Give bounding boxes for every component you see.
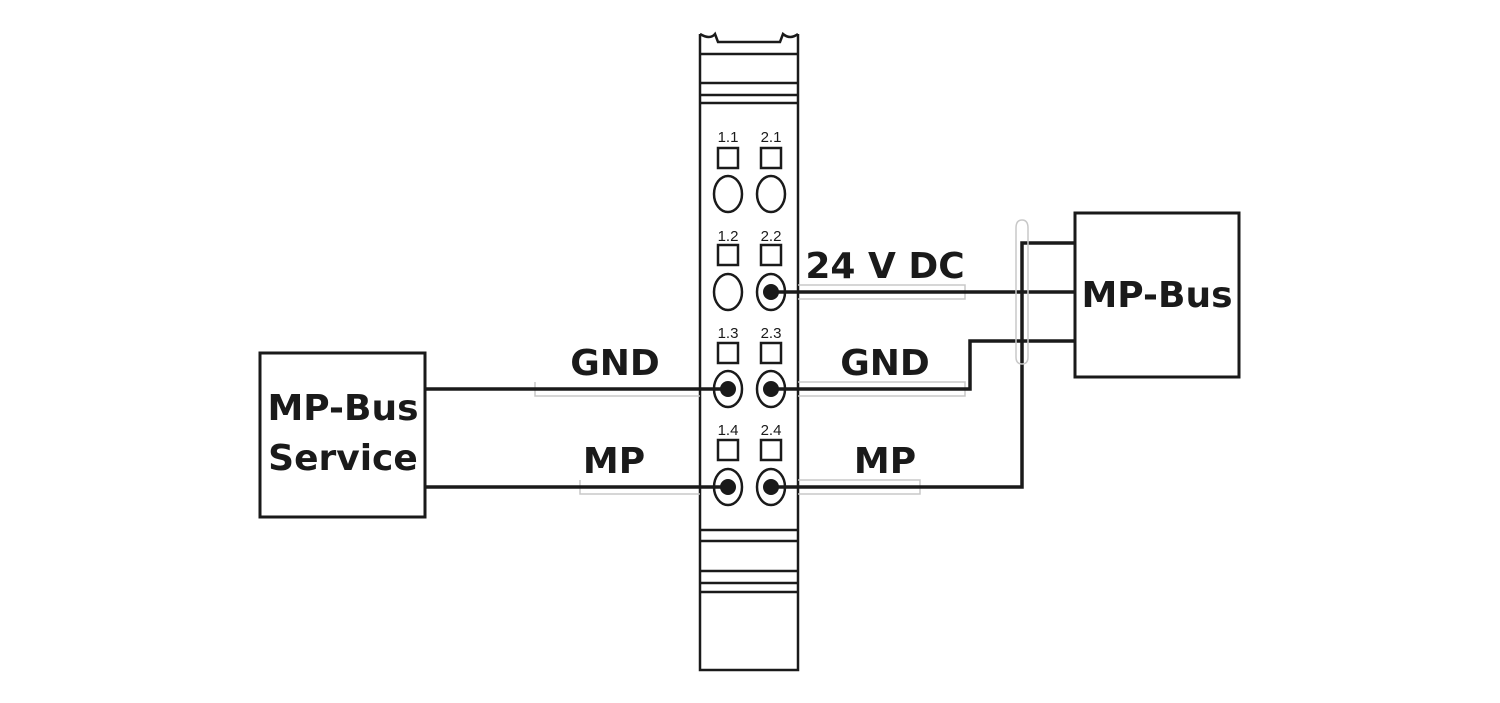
wire-label-mp-left: MP xyxy=(583,441,645,482)
mp-bus-service-title-line1: MP-Bus xyxy=(267,388,418,429)
terminal-label-2-2: 2.2 xyxy=(761,228,782,245)
mp-bus-service-title-line2: Service xyxy=(268,438,418,479)
mp-bus-service-box: MP-Bus Service xyxy=(258,351,427,519)
terminal-label-2-4: 2.4 xyxy=(761,422,782,439)
connector-1-1 xyxy=(712,174,744,214)
led-1-3 xyxy=(716,341,740,365)
terminal-label-1-2: 1.2 xyxy=(718,228,739,245)
left-wires: GND MP xyxy=(425,343,728,495)
terminal-label-2-3: 2.3 xyxy=(761,325,782,342)
terminal-row-3: 1.3 2.3 xyxy=(712,325,787,409)
led-2-3 xyxy=(759,341,783,365)
connector-2-1 xyxy=(755,174,787,214)
connector-1-2 xyxy=(712,272,744,312)
wire-label-gnd-right: GND xyxy=(840,343,930,384)
mp-label-bracket-left xyxy=(579,480,700,495)
terminal-label-1-1: 1.1 xyxy=(718,129,739,146)
terminal-row-4: 1.4 2.4 xyxy=(712,422,787,507)
led-1-4 xyxy=(716,438,740,462)
terminal-label-1-3: 1.3 xyxy=(718,325,739,342)
wire-mp-right xyxy=(771,241,1075,489)
right-wires: 24 V DC GND MP xyxy=(771,219,1075,495)
cable-bundle-outline xyxy=(1015,219,1029,365)
led-1-1 xyxy=(716,146,740,170)
wire-label-24v-dc: 24 V DC xyxy=(805,246,964,287)
terminal-row-1: 1.1 2.1 xyxy=(712,129,787,214)
terminal-label-2-1: 2.1 xyxy=(761,129,782,146)
terminal-module xyxy=(698,31,800,672)
terminal-row-2: 1.2 2.2 xyxy=(712,228,787,312)
gnd-label-bracket-left xyxy=(534,382,700,397)
wire-label-gnd-left: GND xyxy=(570,343,660,384)
terminal-label-1-4: 1.4 xyxy=(718,422,739,439)
wire-label-mp-right: MP xyxy=(854,441,916,482)
mp-bus-device-box: MP-Bus xyxy=(1073,211,1241,379)
led-2-1 xyxy=(759,146,783,170)
led-1-2 xyxy=(716,243,740,267)
led-2-2 xyxy=(759,243,783,267)
led-2-4 xyxy=(759,438,783,462)
mp-bus-device-title: MP-Bus xyxy=(1081,275,1232,316)
